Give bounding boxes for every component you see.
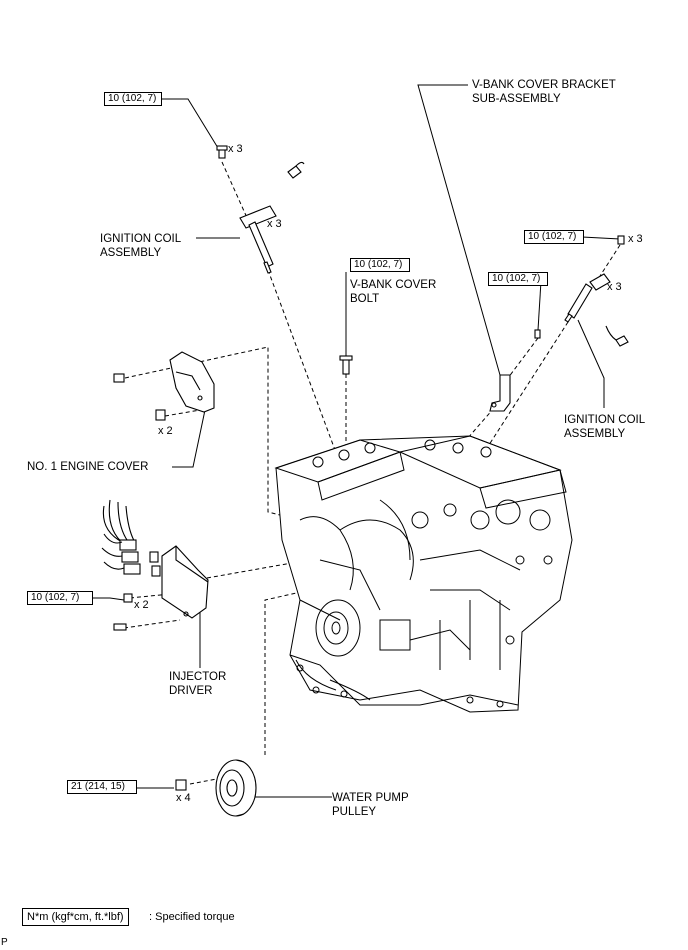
engine-cover-screw bbox=[113, 373, 125, 383]
engine-cover-grommet bbox=[155, 409, 166, 421]
qty-coil-bolt-right: x 3 bbox=[628, 233, 643, 245]
legend-torque-unit: N*m (kgf*cm, ft.*lbf) bbox=[22, 908, 129, 926]
label-engine-cover: NO. 1 ENGINE COVER bbox=[27, 461, 149, 473]
injector-harness bbox=[101, 499, 161, 577]
engine-cover-part bbox=[169, 351, 215, 413]
qty-injector-driver-bolt: x 2 bbox=[134, 599, 149, 611]
label-water-pump-pulley: WATER PUMP PULLEY bbox=[332, 792, 409, 818]
ignition-coil-left bbox=[239, 205, 277, 274]
torque-spec-bracket-bolt: 10 (102, 7) bbox=[488, 272, 548, 286]
coil-connector-right bbox=[605, 325, 629, 347]
vbank-cover-bolt bbox=[339, 355, 353, 375]
coil-bolt-right bbox=[617, 235, 625, 245]
label-vbank-cover-bolt: V-BANK COVER BOLT bbox=[350, 279, 437, 305]
torque-spec-coil-bolt-right: 10 (102, 7) bbox=[524, 230, 584, 244]
coil-bolt-left bbox=[216, 145, 228, 159]
qty-coil-bolt-left: x 3 bbox=[228, 143, 243, 155]
label-ignition-coil-right: IGNITION COIL ASSEMBLY bbox=[564, 414, 646, 440]
qty-engine-cover-grommet: x 2 bbox=[158, 425, 173, 437]
injector-driver-part bbox=[161, 545, 209, 619]
label-injector-driver: INJECTOR DRIVER bbox=[169, 671, 227, 697]
engine-assembly bbox=[274, 435, 573, 713]
ignition-coil-right bbox=[564, 273, 611, 323]
label-ignition-coil-left: IGNITION COIL ASSEMBLY bbox=[100, 233, 182, 259]
corner-mark: P bbox=[1, 937, 8, 948]
torque-spec-vbank-bolt: 10 (102, 7) bbox=[350, 258, 410, 272]
legend-description: : Specified torque bbox=[149, 911, 235, 923]
bracket-bolt bbox=[534, 329, 541, 339]
torque-spec-coil-bolt-left: 10 (102, 7) bbox=[104, 92, 162, 106]
water-pump-bolt bbox=[175, 779, 187, 791]
small-parts bbox=[101, 145, 629, 817]
injector-driver-bolt-a bbox=[123, 593, 133, 603]
torque-spec-injector-driver-bolt: 10 (102, 7) bbox=[27, 591, 93, 605]
torque-spec-water-pump-bolt: 21 (214, 15) bbox=[67, 780, 137, 794]
water-pump-pulley-part bbox=[215, 759, 257, 817]
qty-coil-right: x 3 bbox=[607, 281, 622, 293]
label-vbank-cover-bracket: V-BANK COVER BRACKET SUB-ASSEMBLY bbox=[472, 79, 616, 105]
qty-coil-left: x 3 bbox=[267, 218, 282, 230]
assembly-dashed-lines bbox=[123, 161, 621, 785]
coil-connector-left bbox=[287, 161, 305, 179]
injector-driver-bolt-b bbox=[113, 623, 127, 631]
qty-water-pump-bolt: x 4 bbox=[176, 792, 191, 804]
vbank-cover-bracket bbox=[489, 374, 511, 412]
